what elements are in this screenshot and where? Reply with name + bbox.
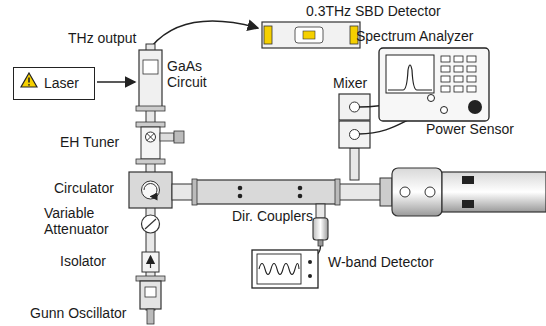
mixer-label: Mixer	[333, 75, 367, 91]
detector-label: W-band Detector	[328, 254, 434, 270]
oscillator-label: Gunn Oscillator	[30, 305, 126, 321]
sensor-label: Power Sensor	[426, 121, 514, 137]
directional-couplers	[172, 179, 382, 205]
mixer	[339, 94, 370, 148]
laser-beam	[97, 81, 135, 83]
attenuator-label: Variable Attenuator	[44, 205, 128, 237]
node-text: Laser	[44, 75, 82, 91]
output-label: THz output	[68, 30, 136, 46]
isolator	[142, 252, 159, 272]
eh-tuner	[136, 122, 184, 164]
coupler-label: Dir. Couplers	[232, 208, 313, 224]
laser-box: Laser	[13, 67, 95, 100]
tuner-label: EH Tuner	[60, 134, 119, 150]
analyzer-label: Spectrum Analyzer	[356, 28, 474, 44]
power-sensor	[380, 168, 546, 216]
circuit-label: GaAs Circuit	[167, 58, 219, 90]
isolator-label: Isolator	[60, 253, 106, 269]
warning-icon	[20, 72, 38, 88]
circulator-label: Circulator	[54, 180, 114, 196]
oscilloscope	[252, 250, 318, 288]
detector-label: 0.3THz SBD Detector	[306, 3, 441, 19]
thz-arrow	[152, 21, 258, 46]
circulator	[129, 172, 172, 208]
variable-attenuator	[142, 215, 160, 233]
gunn-oscillator	[136, 276, 165, 324]
w-band-detector	[313, 204, 328, 246]
gaas-circuit	[136, 50, 165, 111]
sbd-detector	[262, 22, 360, 48]
spectrum-analyzer	[379, 48, 489, 121]
